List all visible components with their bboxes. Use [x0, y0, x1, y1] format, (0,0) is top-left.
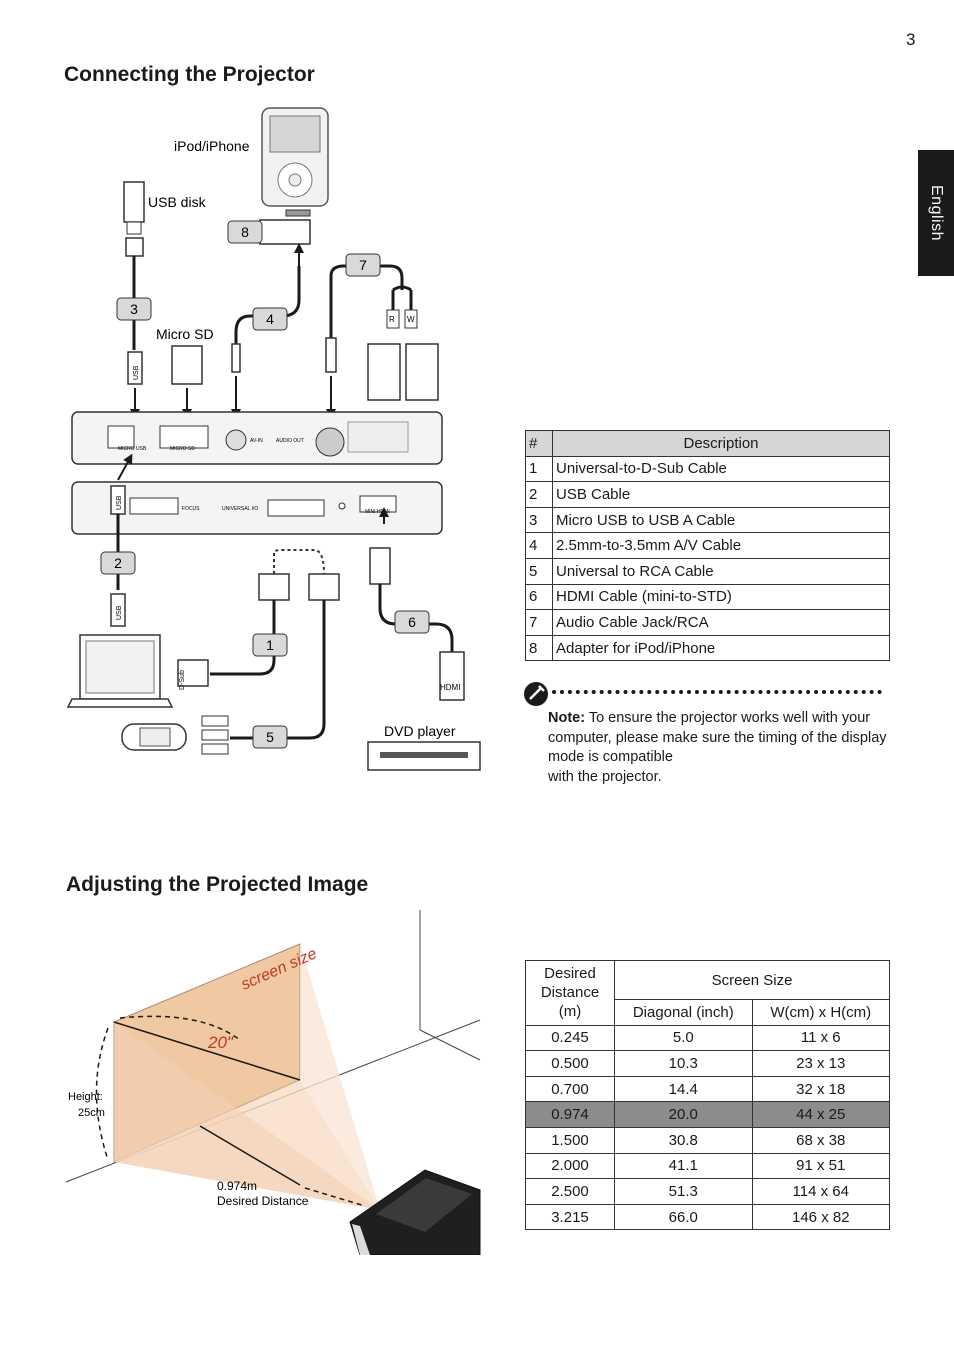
svg-text:MICRO SD: MICRO SD	[170, 446, 195, 452]
ipod-adapter	[259, 219, 311, 245]
projector-device	[349, 1169, 481, 1255]
header-diagonal: Diagonal (inch)	[614, 999, 753, 1026]
svg-text:R: R	[389, 315, 395, 324]
note-divider	[552, 690, 882, 694]
callout-3: 3	[116, 297, 152, 321]
usb-disk	[123, 181, 145, 223]
speaker-left	[367, 343, 401, 401]
note-text: Note: To ensure the projector works well…	[548, 709, 893, 787]
section-title-adjusting: Adjusting the Projected Image	[66, 873, 369, 896]
table-header-row: Desired Distance (m) Screen Size	[525, 960, 890, 1026]
dvd-player	[367, 741, 481, 771]
svg-text:4: 4	[266, 311, 274, 327]
label-micro-sd: Micro SD	[156, 326, 214, 342]
table-subheader-row: Diagonal (inch) W(cm) x H(cm)	[526, 999, 891, 1026]
svg-text:W: W	[407, 315, 415, 324]
label-height: Height:	[68, 1091, 103, 1103]
ipod-device	[261, 107, 329, 207]
label-dvd-player: DVD player	[384, 723, 456, 739]
label-ipod: iPod/iPhone	[174, 138, 250, 154]
note-body: To ensure the projector works well with …	[548, 710, 887, 765]
header-distance: Desired Distance (m)	[525, 960, 615, 1026]
svg-text:AV-IN: AV-IN	[250, 438, 263, 444]
callout-2: 2	[100, 551, 136, 575]
speaker-right	[405, 343, 439, 401]
svg-text:AUDIO OUT: AUDIO OUT	[276, 438, 304, 444]
screen-size-table: Desired Distance (m) Screen Size Diagona…	[525, 960, 891, 1231]
micro-sd-card	[171, 345, 203, 385]
svg-text:USB: USB	[133, 365, 140, 380]
header-description: Description	[552, 430, 890, 457]
svg-text:8: 8	[241, 224, 249, 240]
svg-text:HDMI: HDMI	[440, 683, 460, 692]
header-screen-size: Screen Size	[614, 960, 890, 1000]
label-distance: Desired Distance	[217, 1194, 309, 1208]
svg-text:MICRO USB: MICRO USB	[118, 446, 147, 452]
label-diagonal: 20"	[207, 1033, 234, 1052]
language-tab-label: English	[928, 185, 945, 241]
projector-bottom: FOCUS UNIVERSAL I/O MINI HDMI	[71, 481, 443, 535]
label-usb-disk: USB disk	[148, 194, 207, 210]
svg-text:5: 5	[266, 729, 274, 745]
label-height-value: 25cm	[78, 1107, 105, 1119]
svg-text:UNIVERSAL I/O: UNIVERSAL I/O	[222, 506, 258, 512]
page-number: 3	[906, 30, 916, 49]
language-tab: English	[918, 150, 954, 276]
note-label: Note:	[548, 710, 586, 726]
table-header-row: # Description	[525, 430, 890, 457]
callout-4: 4	[252, 307, 288, 331]
callout-5: 5	[252, 725, 288, 749]
svg-text:6: 6	[408, 614, 416, 630]
callout-7: 7	[345, 253, 381, 277]
connection-diagram: iPod/iPhone USB disk USB Micro SD R W MI…	[66, 107, 481, 771]
callout-8: 8	[227, 220, 263, 244]
svg-text:FOCUS: FOCUS	[182, 506, 200, 512]
laptop	[66, 634, 174, 708]
svg-text:USB: USB	[116, 605, 123, 620]
note-body-line2: with the projector.	[548, 768, 662, 785]
projector-top: MICRO USB MICRO SD AV-IN AUDIO OUT	[71, 411, 443, 465]
svg-text:D-Sub: D-Sub	[179, 670, 186, 690]
svg-text:MINI HDMI: MINI HDMI	[365, 509, 390, 515]
projection-diagram: screen size 20" Height: 25cm 0.974m Desi…	[65, 910, 481, 1255]
svg-text:1: 1	[266, 637, 274, 653]
header-width-height: W(cm) x H(cm)	[751, 999, 891, 1026]
callout-6: 6	[394, 610, 430, 634]
svg-text:2: 2	[114, 555, 122, 571]
svg-text:3: 3	[130, 301, 138, 317]
label-distance-value: 0.974m	[217, 1179, 257, 1193]
note-icon	[524, 682, 548, 706]
svg-text:USB: USB	[116, 495, 123, 510]
header-number: #	[525, 430, 553, 457]
callout-1: 1	[252, 633, 288, 657]
svg-text:7: 7	[359, 257, 367, 273]
section-title-connecting: Connecting the Projector	[64, 63, 315, 86]
